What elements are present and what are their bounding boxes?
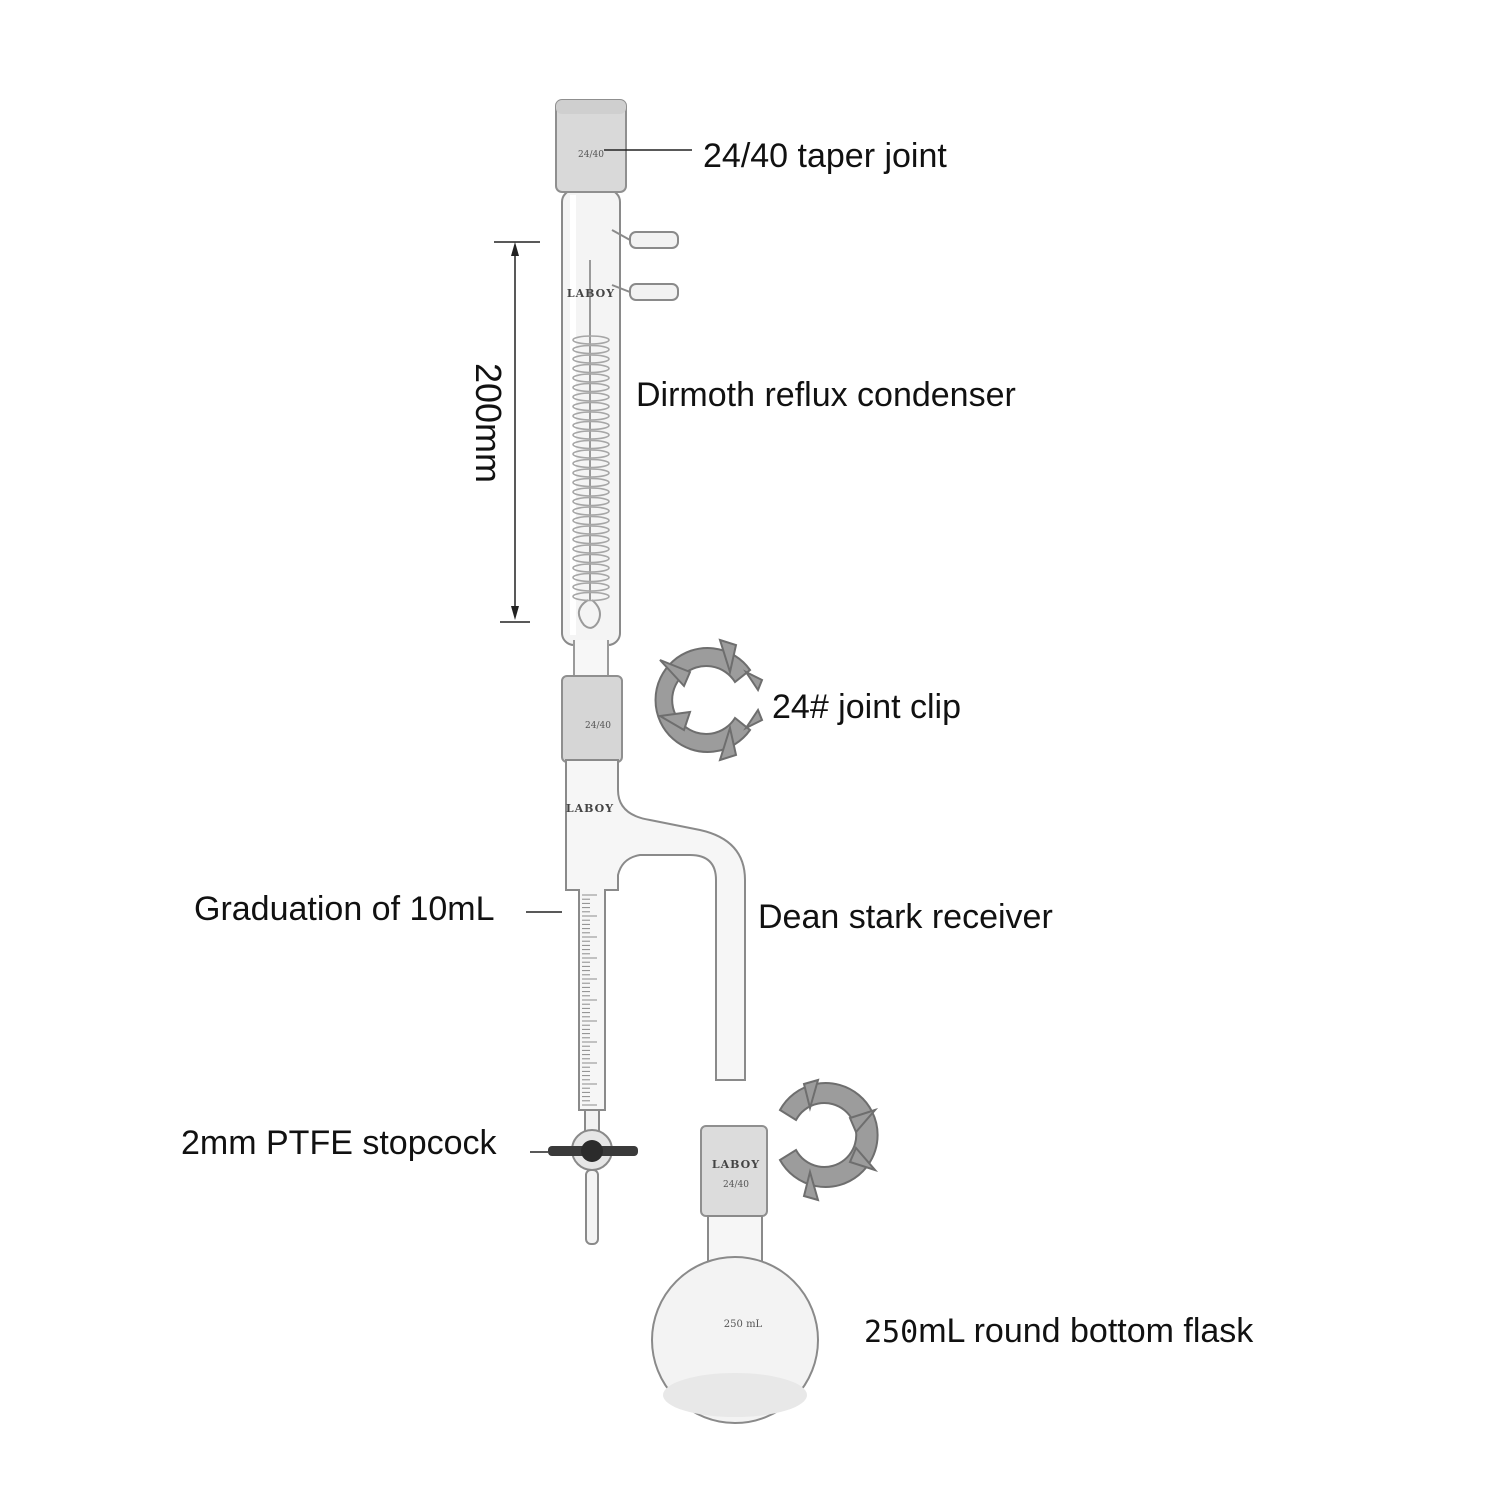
coil-turn [572,344,610,355]
coil-turn [572,563,610,573]
coil-turn [572,401,610,412]
flask-volume-mark: 250 mL [724,1319,763,1330]
coil-turn [572,430,610,440]
coil-turn [572,420,610,431]
label-flask-volume-number: 250 [864,1315,919,1350]
coil-turn [572,544,610,554]
label-graduation: Graduation of 10mL [194,890,495,928]
coil-turn [572,354,610,364]
label-taper-joint: 24/40 taper joint [703,137,947,175]
condenser-brand-mark: LABOY [567,287,615,300]
coil-turn [572,496,610,507]
coil-turn [572,363,610,374]
coil-turn [572,591,610,602]
coil-turn [572,487,610,497]
label-joint-clip: 24# joint clip [772,688,962,726]
coil-turn [572,439,610,450]
flask-neck-joint: LABOY 24/40 [700,1125,768,1275]
graduation-marks [582,894,597,1106]
middle-joint-mark: 24/40 [585,721,611,731]
coil-turn [572,506,610,516]
label-condenser: Dirmoth reflux condenser [636,376,1016,414]
joint-clip-upper [654,638,764,762]
coil-turn [572,582,610,592]
coil-turn [572,382,610,393]
label-receiver: Dean stark receiver [758,898,1053,936]
coil-turn [572,449,610,459]
joint-clip-lower [778,1078,879,1202]
middle-taper-joint: 24/40 [561,675,623,763]
coil-turn [572,553,610,564]
coil-turn [572,525,610,535]
coil-turn [572,411,610,421]
dean-stark-receiver: LABOY [565,759,746,1111]
label-dimension: 200mm [468,362,509,484]
label-stopcock: 2mm PTFE stopcock [181,1124,497,1162]
coil-turn [572,458,610,469]
water-inlet-outlet [611,229,679,301]
top-joint-mark: 24/40 [578,150,604,160]
round-bottom-flask: 250 mL [651,1256,819,1424]
flask-joint-mark: 24/40 [723,1180,749,1190]
flask-brand-mark: LABOY [712,1158,760,1171]
label-flask: 250mL round bottom flask [864,1314,1253,1348]
stopcock [548,1109,638,1245]
coil-turn [572,534,610,545]
dimension-line [494,241,540,623]
coil-turn [572,335,610,345]
label-flask-rest: mL round bottom flask [918,1312,1254,1350]
coil-turn [572,477,610,488]
receiver-brand-mark: LABOY [566,802,614,815]
coil-turn [572,373,610,383]
top-taper-joint: 24/40 [555,99,627,193]
coil-turn [572,572,610,583]
coil-turn [572,392,610,402]
coil-turn [572,515,610,526]
condenser-coil [572,260,610,629]
coil-turn [572,468,610,478]
